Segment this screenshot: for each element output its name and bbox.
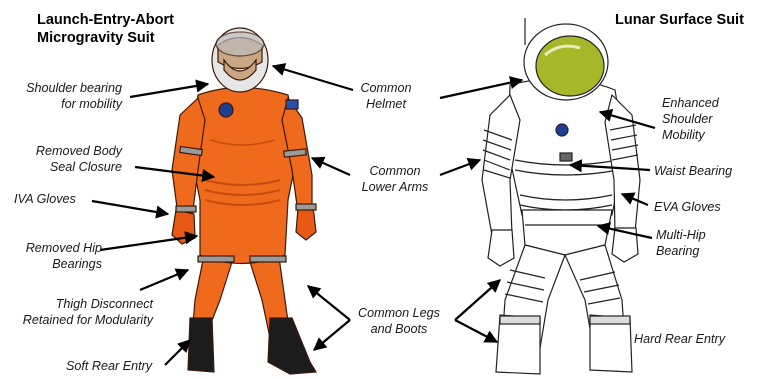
label-hard-rear-entry: Hard Rear Entry (634, 331, 725, 347)
arrow-thigh-disconnect (140, 270, 188, 290)
label-removed-body-seal-line-2: Seal Closure (10, 159, 122, 175)
label-removed-body-seal-line-1: Removed Body (10, 143, 122, 159)
label-removed-hip: Removed Hip Bearings (10, 240, 102, 272)
label-common-legs-boots-line-2: and Boots (354, 321, 444, 337)
label-thigh-disconnect-line-2: Retained for Modularity (5, 312, 153, 328)
label-thigh-disconnect: Thigh Disconnect Retained for Modularity (5, 296, 153, 328)
label-multi-hip-line-1: Multi-Hip (656, 227, 706, 243)
arrow-legs-left-upper (308, 286, 350, 320)
arrow-shoulder-bearing (130, 84, 208, 97)
label-multi-hip-line-2: Bearing (656, 243, 706, 259)
label-common-lower-arms-line-2: Lower Arms (352, 179, 438, 195)
label-common-helmet: Common Helmet (350, 80, 422, 112)
lunar-surface-suit-figure (482, 18, 640, 374)
label-waist-bearing: Waist Bearing (654, 163, 732, 179)
label-common-legs-boots-line-1: Common Legs (354, 305, 444, 321)
label-removed-body-seal: Removed Body Seal Closure (10, 143, 122, 175)
arrow-legs-left-lower (314, 320, 350, 350)
label-shoulder-bearing: Shoulder bearing for mobility (10, 80, 122, 112)
launch-entry-suit-figure (172, 28, 316, 374)
label-iva-gloves: IVA Gloves (14, 191, 76, 207)
label-shoulder-bearing-line-1: Shoulder bearing (10, 80, 122, 96)
arrow-lower-arms-left (312, 158, 350, 175)
label-enhanced-shoulder: Enhanced Shoulder Mobility (662, 95, 719, 143)
label-enhanced-shoulder-line-2: Shoulder (662, 111, 719, 127)
label-multi-hip: Multi-Hip Bearing (656, 227, 706, 259)
label-removed-hip-line-2: Bearings (10, 256, 102, 272)
label-enhanced-shoulder-line-1: Enhanced (662, 95, 719, 111)
label-enhanced-shoulder-line-3: Mobility (662, 127, 719, 143)
label-thigh-disconnect-line-1: Thigh Disconnect (5, 296, 153, 312)
arrow-soft-rear-entry (165, 340, 190, 365)
label-shoulder-bearing-line-2: for mobility (10, 96, 122, 112)
label-common-lower-arms: Common Lower Arms (352, 163, 438, 195)
arrow-legs-right-lower (455, 320, 497, 342)
label-common-lower-arms-line-1: Common (352, 163, 438, 179)
arrow-legs-right-upper (455, 280, 500, 320)
arrow-lower-arms-right (440, 160, 480, 175)
label-removed-hip-line-1: Removed Hip (10, 240, 102, 256)
arrow-helmet-left (273, 66, 353, 90)
arrow-iva-gloves (92, 201, 168, 214)
label-common-helmet-line-1: Common (350, 80, 422, 96)
label-soft-rear-entry: Soft Rear Entry (66, 358, 152, 374)
label-eva-gloves: EVA Gloves (654, 199, 721, 215)
label-common-legs-boots: Common Legs and Boots (354, 305, 444, 337)
label-common-helmet-line-2: Helmet (350, 96, 422, 112)
